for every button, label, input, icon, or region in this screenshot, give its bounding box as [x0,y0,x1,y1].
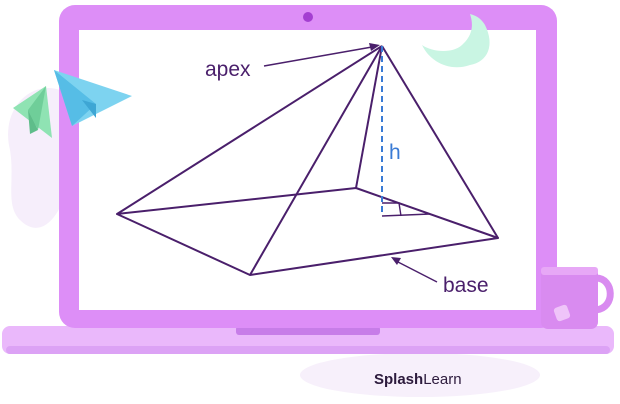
laptop-hinge [236,326,380,335]
pyramid-figure [116,45,499,276]
base-pointer-arrowhead [391,257,401,265]
laptop-camera [303,12,313,22]
apex-pointer-arrowhead [369,43,380,51]
laptop-base-edge [6,346,610,354]
brand-name-part1: Splash [374,371,423,388]
right-angle-marker [382,202,402,217]
mint-arc-overlap [422,14,490,68]
edge-apex-left [116,45,383,215]
base-pointer-line [397,261,438,283]
apex-pointer-line [263,46,373,67]
edge-apex-front [249,45,383,276]
edge-apex-back [355,45,383,189]
apex-label: apex [205,58,251,81]
base-label: base [443,274,489,297]
base-center-to-edge-line [381,213,431,217]
paper-plane-blue-icon [54,70,132,126]
height-label: h [389,141,401,164]
coffee-mug-icon [541,267,614,329]
paper-plane-green-icon [13,86,52,138]
background-blob-bottom [300,353,540,397]
edge-apex-right [381,45,499,239]
brand-name-part2: Learn [423,371,461,388]
laptop-screen [79,30,536,310]
brand-logo: SplashLearn [374,371,462,388]
